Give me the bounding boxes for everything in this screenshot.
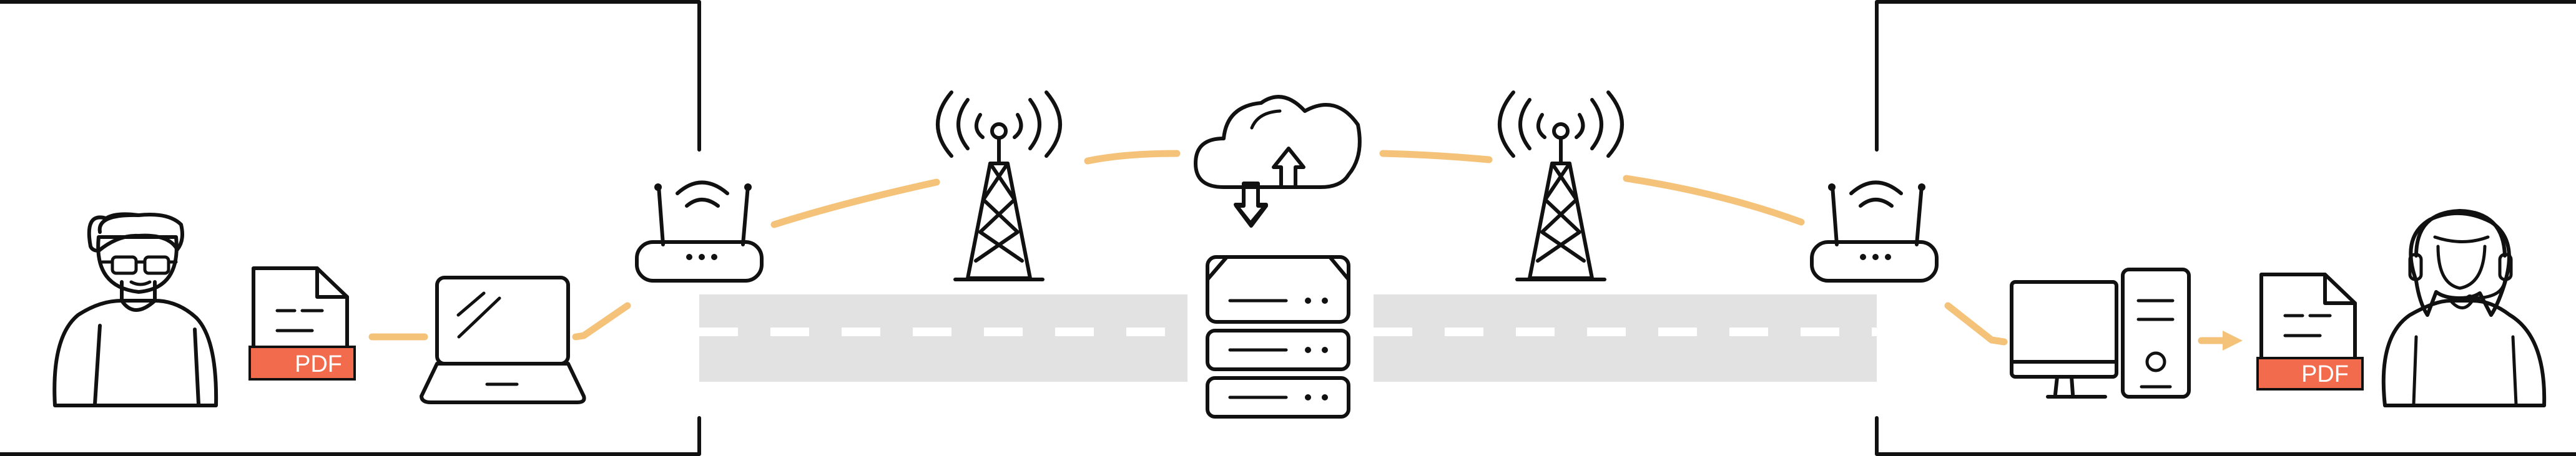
arrow-right-icon [2198, 331, 2243, 351]
sender-pdf-label: PDF [295, 351, 342, 377]
desktop-monitor [2010, 280, 2118, 379]
connection-router-tower [770, 178, 940, 228]
desktop-computer-icon [2010, 268, 2191, 399]
road-segment-left [699, 294, 1187, 382]
connection-tower-router [1623, 175, 1805, 226]
server-stack-icon [1206, 255, 1350, 419]
server-unit-3 [1206, 376, 1350, 419]
left-cell-tower-icon [936, 90, 1062, 281]
cloud-sync-icon [1194, 95, 1362, 228]
road-segment-right [1374, 294, 1877, 382]
laptop-icon [420, 276, 586, 404]
connection-lines [368, 150, 2008, 346]
server-unit-1 [1206, 255, 1350, 324]
sender-pdf-badge [248, 346, 356, 381]
sender-pdf-document-icon: PDF [248, 266, 356, 381]
receiver-frame [1875, 0, 2576, 456]
server-unit-2 [1206, 329, 1350, 371]
support-agent-icon [2381, 209, 2547, 407]
receiver-pdf-badge [2256, 357, 2364, 391]
connection-cloud-tower [1379, 150, 1493, 163]
sender-wifi-router-icon [635, 180, 764, 283]
receiver-pdf-label: PDF [2301, 361, 2349, 387]
connection-tower-cloud [1084, 150, 1181, 165]
sender-person-icon [52, 212, 219, 407]
right-cell-tower-icon [1498, 90, 1624, 281]
desktop-tower [2121, 268, 2191, 399]
connection-laptop-router [572, 302, 631, 341]
receiver-pdf-document-icon: PDF [2256, 273, 2364, 391]
connection-router-desktop [1944, 302, 2008, 346]
sender-frame [0, 0, 701, 456]
network-road [699, 294, 1877, 382]
receiver-wifi-router-icon [1810, 180, 1939, 283]
